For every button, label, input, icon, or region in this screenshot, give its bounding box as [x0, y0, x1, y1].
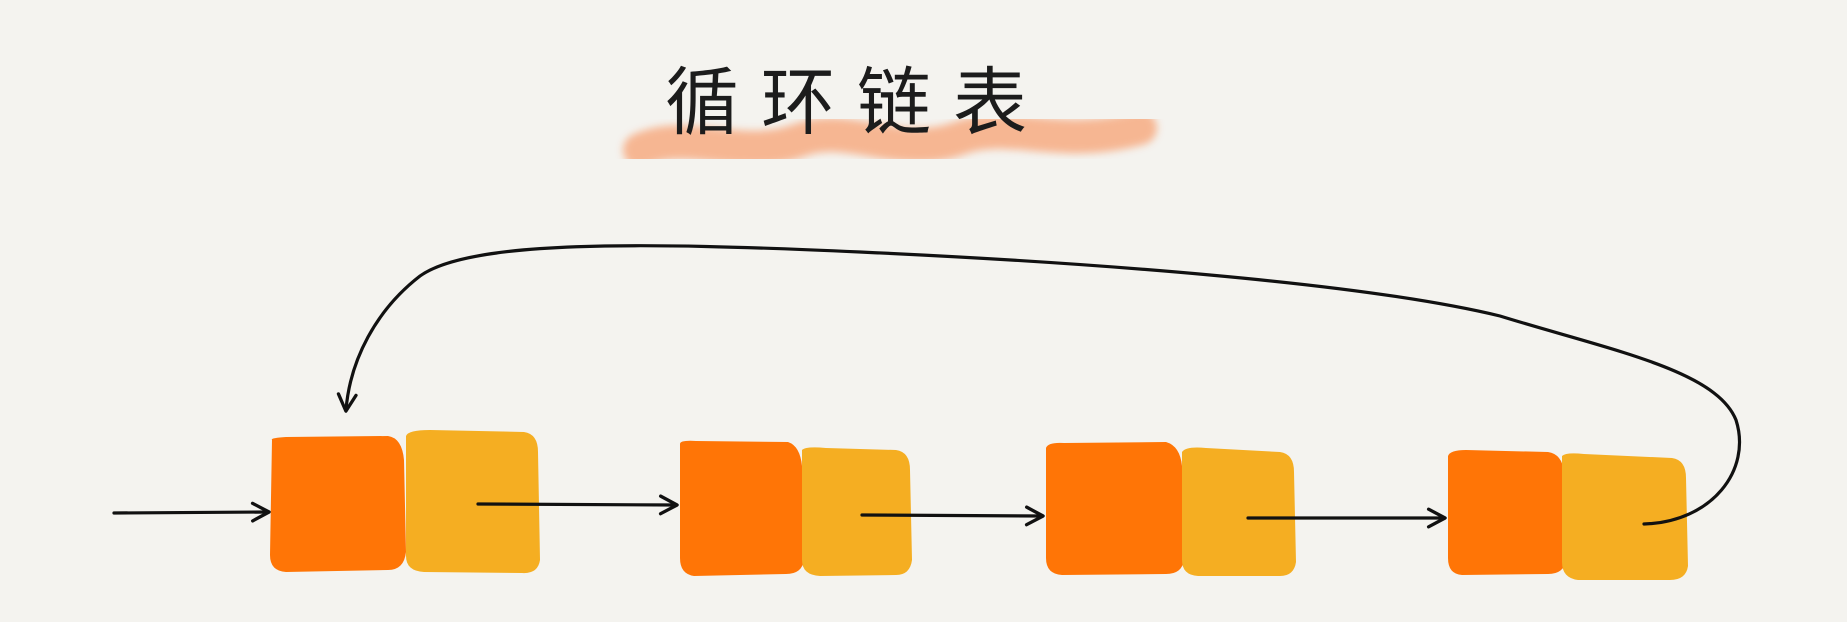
- node-4: [1448, 450, 1688, 580]
- node-1-data-block: [270, 436, 406, 572]
- node-1-next-block: [406, 430, 540, 574]
- title-highlight: [623, 111, 1157, 167]
- node-4-data-block: [1448, 450, 1566, 575]
- diagram-title: 循环链表: [665, 60, 1049, 146]
- pointer-arrow-1-to-2: [476, 494, 679, 516]
- node-1: [270, 430, 540, 574]
- node-2: [680, 440, 912, 576]
- head-pointer-arrow: [112, 501, 271, 523]
- node-3-next-block: [1182, 447, 1296, 576]
- pointer-arrow-2-to-3: [860, 505, 1045, 527]
- node-4-next-block: [1562, 453, 1688, 580]
- node-2-data-block: [680, 440, 804, 576]
- node-3: [1046, 442, 1296, 576]
- node-2-next-block: [802, 447, 912, 576]
- loop-back-arrow: [336, 244, 1742, 526]
- node-3-data-block: [1046, 442, 1184, 575]
